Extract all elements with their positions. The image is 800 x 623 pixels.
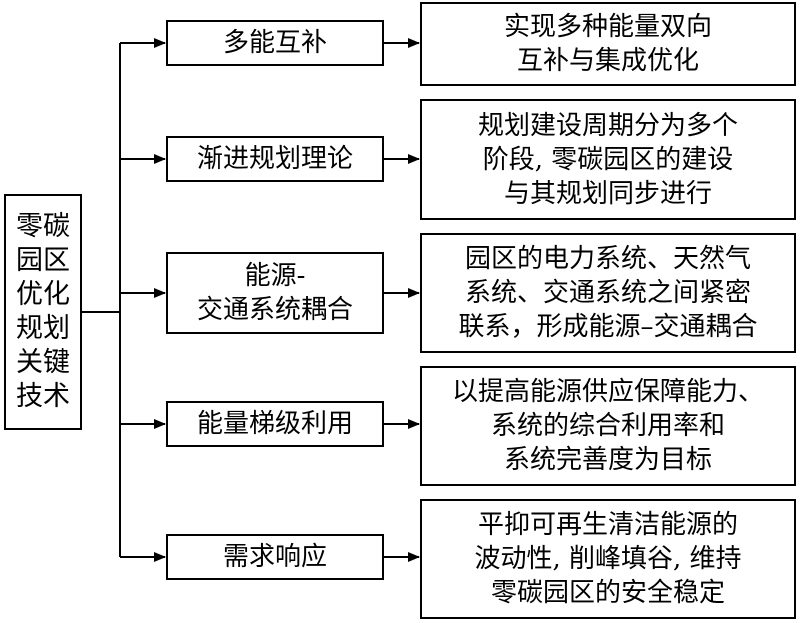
branch-box-3: 能源- 交通系统耦合 — [166, 252, 384, 334]
desc-text-1: 实现多种能量双向 互补与集成优化 — [503, 12, 712, 76]
desc-text-5: 平抑可再生清洁能源的 波动性, 削峰填谷, 维持 零碳园区的安全稳定 — [474, 510, 742, 608]
root-box: 零碳园区优化规划关键技术 — [4, 194, 82, 430]
branch-label-4: 能量梯级利用 — [196, 409, 353, 439]
desc-text-3: 园区的电力系统、天然气 系统、交通系统之间紧密 联系，形成能源–交通耦合 — [458, 244, 758, 342]
branch-box-4: 能量梯级利用 — [166, 401, 384, 447]
desc-box-1: 实现多种能量双向 互补与集成优化 — [420, 2, 796, 86]
branch-label-5: 需求响应 — [222, 542, 327, 572]
desc-box-5: 平抑可再生清洁能源的 波动性, 削峰填谷, 维持 零碳园区的安全稳定 — [420, 499, 796, 619]
desc-text-2: 规划建设周期分为多个 阶段, 零碳园区的建设 与其规划同步进行 — [477, 110, 738, 209]
branch-label-2: 渐进规划理论 — [196, 144, 353, 174]
desc-text-4: 以提高能源供应保障能力、 系统的综合利用率和 系统完善度为目标 — [451, 377, 764, 475]
branch-label-3: 能源- 交通系统耦合 — [196, 261, 353, 325]
desc-box-4: 以提高能源供应保障能力、 系统的综合利用率和 系统完善度为目标 — [420, 366, 796, 486]
branch-box-5: 需求响应 — [166, 534, 384, 580]
branch-box-2: 渐进规划理论 — [166, 136, 384, 182]
desc-box-2: 规划建设周期分为多个 阶段, 零碳园区的建设 与其规划同步进行 — [420, 99, 796, 220]
branch-box-1: 多能互补 — [166, 20, 384, 66]
desc-box-3: 园区的电力系统、天然气 系统、交通系统之间紧密 联系，形成能源–交通耦合 — [420, 233, 796, 353]
branch-label-1: 多能互补 — [222, 28, 327, 58]
root-label: 零碳园区优化规划关键技术 — [16, 211, 70, 412]
